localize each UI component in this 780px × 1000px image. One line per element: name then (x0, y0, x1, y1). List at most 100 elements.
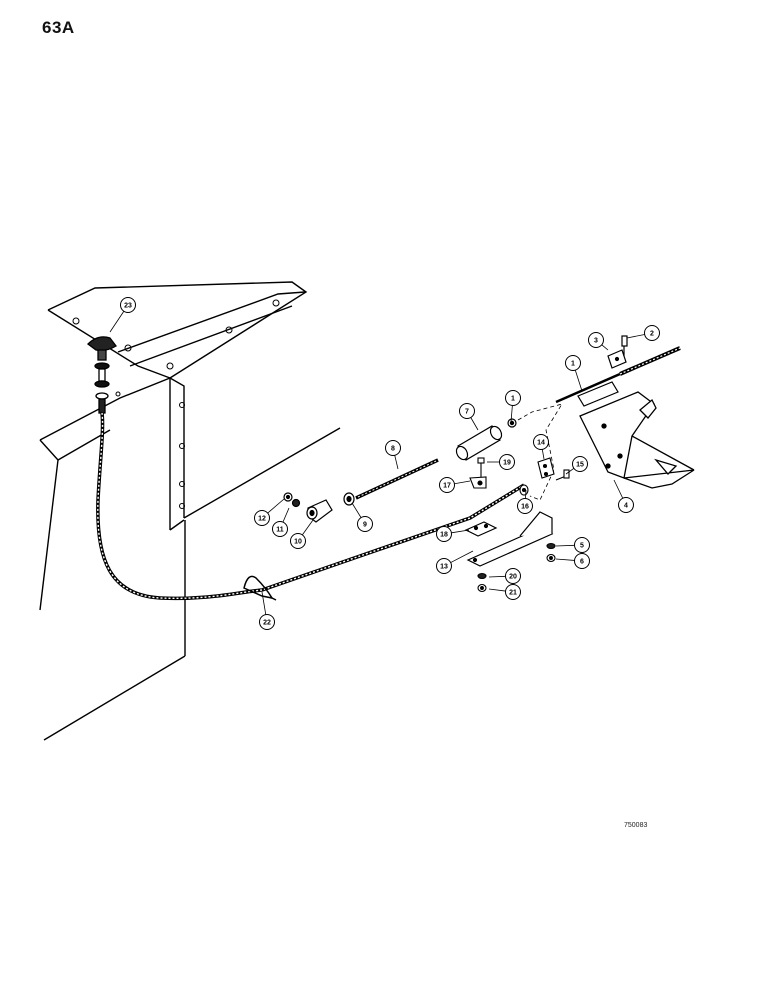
leader-line (601, 344, 609, 351)
callout-circle (618, 497, 634, 513)
cable-clamp (243, 575, 277, 601)
callout-label: 23 (124, 303, 132, 310)
tube-assembly (455, 418, 517, 461)
callout-label: 13 (440, 564, 448, 571)
callout-circle (272, 521, 288, 537)
callout-circle (357, 516, 373, 532)
callout-18: 18 (436, 526, 470, 542)
hood-panel (39, 281, 341, 741)
callout-3: 3 (588, 332, 609, 351)
leader-line (267, 498, 285, 514)
callout-label: 19 (503, 460, 511, 467)
callout-1: 1 (565, 355, 583, 392)
leader-line (450, 550, 474, 563)
callout-circle (254, 510, 270, 526)
callout-label: 16 (521, 504, 529, 511)
leader-line (525, 489, 527, 499)
swivel-assembly (283, 492, 333, 523)
leader-line (470, 417, 479, 431)
callout-circle (436, 558, 452, 574)
callout-label: 4 (624, 503, 628, 510)
callout-17: 17 (439, 477, 471, 493)
callout-circle (436, 526, 452, 542)
callout-label: 21 (509, 590, 517, 597)
callout-23: 23 (109, 297, 136, 333)
leader-line (261, 591, 267, 615)
callout-circle (259, 614, 275, 630)
callout-label: 10 (294, 539, 302, 546)
callout-4: 4 (613, 479, 634, 513)
callout-circle (588, 332, 604, 348)
cable-end-fitting (555, 335, 681, 407)
callout-circle (565, 355, 581, 371)
leader-line (451, 529, 470, 534)
callout-14: 14 (533, 434, 549, 460)
t-handle (87, 336, 117, 414)
leader-line (541, 449, 545, 460)
clip-bolt (469, 457, 487, 489)
callout-19: 19 (487, 454, 515, 470)
callout-circle (505, 584, 521, 600)
rod-assembly (343, 458, 439, 506)
leader-line (282, 507, 290, 523)
callout-label: 3 (594, 338, 598, 345)
callout-label: 2 (650, 331, 654, 338)
callout-circle (517, 498, 533, 514)
callout-13: 13 (436, 550, 474, 574)
callout-circle (574, 537, 590, 553)
leader-line (302, 519, 314, 536)
callout-8: 8 (385, 440, 401, 470)
callout-label: 11 (276, 527, 284, 534)
callout-circle (505, 390, 521, 406)
leader-line (555, 544, 575, 547)
callout-label: 12 (258, 516, 266, 523)
figure-code: 750083 (624, 822, 648, 829)
callout-15: 15 (565, 456, 588, 475)
callout-circle (572, 456, 588, 472)
callout-circle (533, 434, 549, 450)
mounting-bracket (464, 511, 554, 567)
callout-label: 17 (443, 483, 451, 490)
leader-line (510, 405, 513, 423)
leader-line (488, 575, 506, 578)
leader-line (394, 455, 399, 470)
leader-line (555, 558, 575, 561)
callout-circle (644, 325, 660, 341)
callout-11: 11 (272, 507, 290, 537)
callout-circle (574, 553, 590, 569)
callout-label: 14 (537, 440, 545, 447)
callout-10: 10 (290, 519, 314, 549)
callout-label: 18 (440, 532, 448, 539)
callout-circle (459, 403, 475, 419)
leader-line (488, 588, 506, 592)
callout-22: 22 (259, 591, 275, 630)
callout-label: 15 (576, 462, 584, 469)
callout-label: 1 (571, 361, 575, 368)
callout-2: 2 (626, 325, 660, 341)
leader-line (351, 502, 362, 518)
leader-line (454, 480, 471, 485)
callout-label: 22 (263, 620, 271, 627)
page-number: 63A (42, 18, 75, 37)
callout-20: 20 (488, 568, 521, 584)
leader-line (626, 334, 645, 339)
support-bracket (579, 391, 695, 489)
control-cable (96, 412, 525, 601)
callout-circle (385, 440, 401, 456)
callout-circle (505, 568, 521, 584)
callout-16: 16 (517, 489, 533, 514)
callout-label: 7 (465, 409, 469, 416)
leader-line (109, 311, 125, 333)
callout-label: 6 (580, 559, 584, 566)
callout-5: 5 (555, 537, 590, 553)
callout-label: 8 (391, 446, 395, 453)
callout-21: 21 (488, 584, 521, 600)
cable-path-dashed (517, 403, 563, 501)
hardware-nuts (477, 542, 556, 593)
callout-label: 20 (509, 574, 517, 581)
callout-label: 9 (363, 522, 367, 529)
leader-line (565, 468, 575, 475)
leader-line (613, 479, 624, 499)
